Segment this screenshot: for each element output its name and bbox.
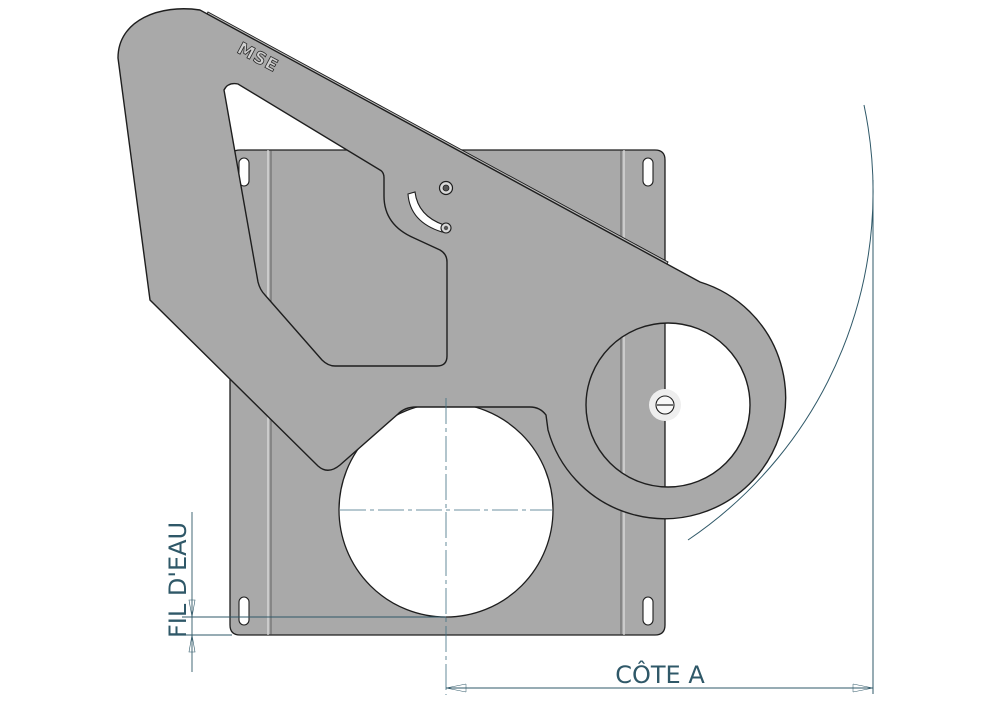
mounting-slot-bottom-right xyxy=(642,596,654,626)
arm-body xyxy=(117,8,787,520)
water-line-arrow-bottom xyxy=(188,634,196,653)
water-line-arrow-top xyxy=(188,599,196,618)
center-lines xyxy=(340,398,552,695)
dimension-side-a xyxy=(445,180,874,694)
lock-bolt-inner xyxy=(443,225,449,231)
water-line-label: FIL D'EAU xyxy=(164,522,192,638)
mounting-slot-top-right xyxy=(642,157,654,187)
swing-radius-arc xyxy=(687,104,874,541)
dimension-water-line xyxy=(182,512,446,672)
side-a-arrow-right xyxy=(852,683,874,693)
side-a-label: CÔTE A xyxy=(615,659,705,689)
pivot-bolt-inner xyxy=(442,184,450,192)
side-a-arrow-left xyxy=(445,683,467,693)
mounting-slot-bottom-left xyxy=(238,596,250,626)
